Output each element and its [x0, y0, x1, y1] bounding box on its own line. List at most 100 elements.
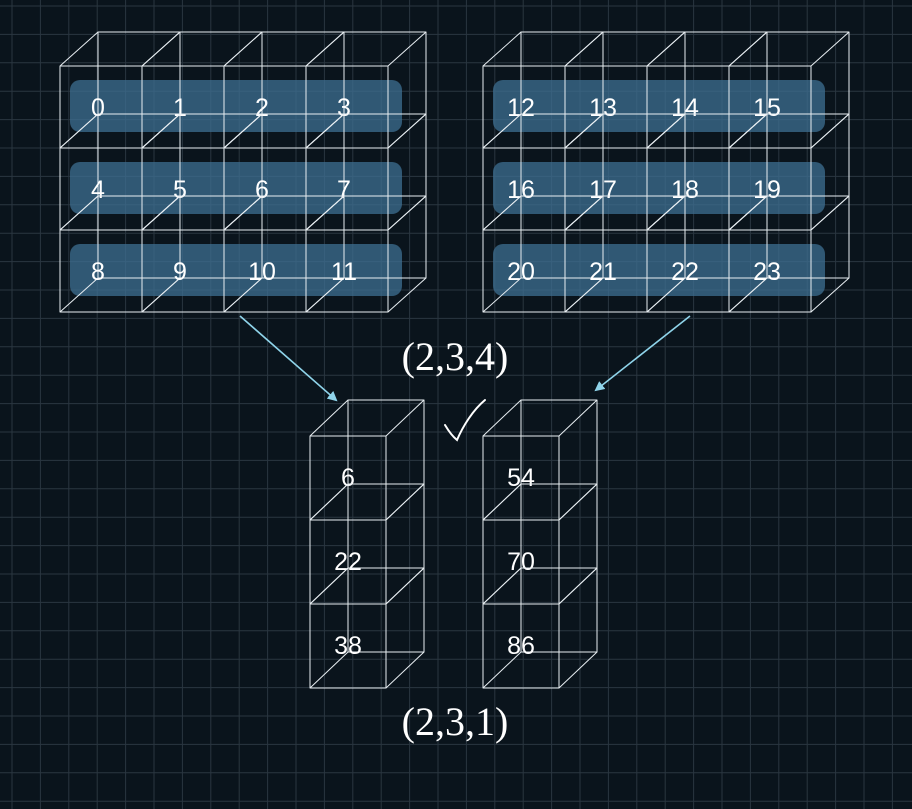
- cube-edge: [59, 31, 99, 67]
- cube-edge: [558, 483, 598, 521]
- row-highlight: [70, 162, 402, 214]
- cube-edge: [387, 31, 427, 67]
- cube-edge: [385, 399, 425, 437]
- cube-edge: [564, 277, 604, 313]
- cube-edge: [728, 195, 768, 231]
- cube-edge: [141, 31, 181, 67]
- cube-edge: [309, 399, 349, 437]
- cube-front-face: [728, 229, 812, 313]
- cell-value: 23: [753, 258, 781, 286]
- cell-value: 11: [331, 258, 357, 286]
- cube-edge: [482, 113, 522, 149]
- cube-edge: [728, 277, 768, 313]
- cube-edge: [305, 113, 345, 149]
- row-highlight: [70, 80, 402, 132]
- cube-edge: [223, 31, 263, 67]
- cell-value: 9: [173, 258, 187, 286]
- cube-edge: [482, 277, 522, 313]
- arrow-left: [239, 315, 338, 402]
- cube-edge: [646, 113, 686, 149]
- cube-edge: [564, 113, 604, 149]
- cube-edge: [223, 277, 263, 313]
- tensor-cell: 11: [305, 195, 427, 313]
- cube-back-face: [766, 195, 850, 279]
- cube-edge: [385, 567, 425, 605]
- cube-edge: [385, 651, 425, 689]
- cube-edge: [223, 195, 263, 231]
- cube-edge: [728, 113, 768, 149]
- cube-edge: [59, 195, 99, 231]
- cube-edge: [558, 651, 598, 689]
- cube-edge: [810, 31, 850, 67]
- cell-value: 0: [91, 94, 105, 122]
- row-highlight: [493, 162, 825, 214]
- cube-edge: [305, 195, 345, 231]
- cell-value: 20: [507, 258, 535, 286]
- cube-edge: [728, 31, 768, 67]
- cube-edge: [810, 113, 850, 149]
- cube-edge: [305, 31, 345, 67]
- cube-edge: [387, 277, 427, 313]
- cube-edge: [387, 113, 427, 149]
- cube-edge: [482, 399, 522, 437]
- cell-value: 8: [91, 258, 105, 286]
- cube-edge: [59, 277, 99, 313]
- row-highlight: [70, 244, 402, 296]
- cell-value: 6: [255, 176, 269, 204]
- cube-front-face: [482, 603, 560, 689]
- cube-front-face: [309, 603, 387, 689]
- cube-edge: [564, 31, 604, 67]
- cube-edge: [309, 567, 349, 605]
- cube-back-face: [343, 195, 427, 279]
- output-value: 6: [341, 464, 355, 492]
- output-cell: 86: [482, 567, 598, 689]
- cube-edge: [564, 195, 604, 231]
- cell-value: 10: [248, 258, 276, 286]
- cube-edge: [646, 31, 686, 67]
- output-shape-label: (2,3,1): [402, 699, 509, 744]
- cell-value: 22: [671, 258, 699, 286]
- cube-edge: [482, 483, 522, 521]
- cube-edge: [305, 277, 345, 313]
- row-highlight: [493, 244, 825, 296]
- cube-edge: [646, 277, 686, 313]
- cell-value: 21: [589, 258, 617, 286]
- output-cell: 38: [309, 567, 425, 689]
- cube-edge: [558, 399, 598, 437]
- cube-edge: [141, 113, 181, 149]
- output-value: 38: [334, 632, 362, 660]
- cell-value: 7: [337, 176, 351, 204]
- cube-front-face: [305, 229, 389, 313]
- cube-edge: [482, 31, 522, 67]
- cube-edge: [482, 567, 522, 605]
- tensor-cell: 23: [728, 195, 850, 313]
- cell-value: 3: [337, 94, 351, 122]
- cube-edge: [141, 277, 181, 313]
- cube-edge: [387, 195, 427, 231]
- cube-edge: [810, 277, 850, 313]
- row-highlight: [493, 80, 825, 132]
- check-mark-icon: [444, 399, 486, 442]
- cube-edge: [482, 195, 522, 231]
- cell-value: 4: [91, 176, 105, 204]
- cube-edge: [482, 651, 522, 689]
- cell-value: 5: [173, 176, 187, 204]
- cube-edge: [385, 483, 425, 521]
- tensor-cell: 15: [728, 31, 850, 149]
- tensor-cell: 22: [646, 195, 768, 313]
- cell-value: 1: [173, 94, 187, 122]
- output-value: 86: [507, 632, 535, 660]
- cube-edge: [309, 483, 349, 521]
- cube-edge: [309, 651, 349, 689]
- cube-edge: [59, 113, 99, 149]
- cube-edge: [810, 195, 850, 231]
- cube-edge: [646, 195, 686, 231]
- cube-edge: [558, 567, 598, 605]
- cube-edge: [141, 195, 181, 231]
